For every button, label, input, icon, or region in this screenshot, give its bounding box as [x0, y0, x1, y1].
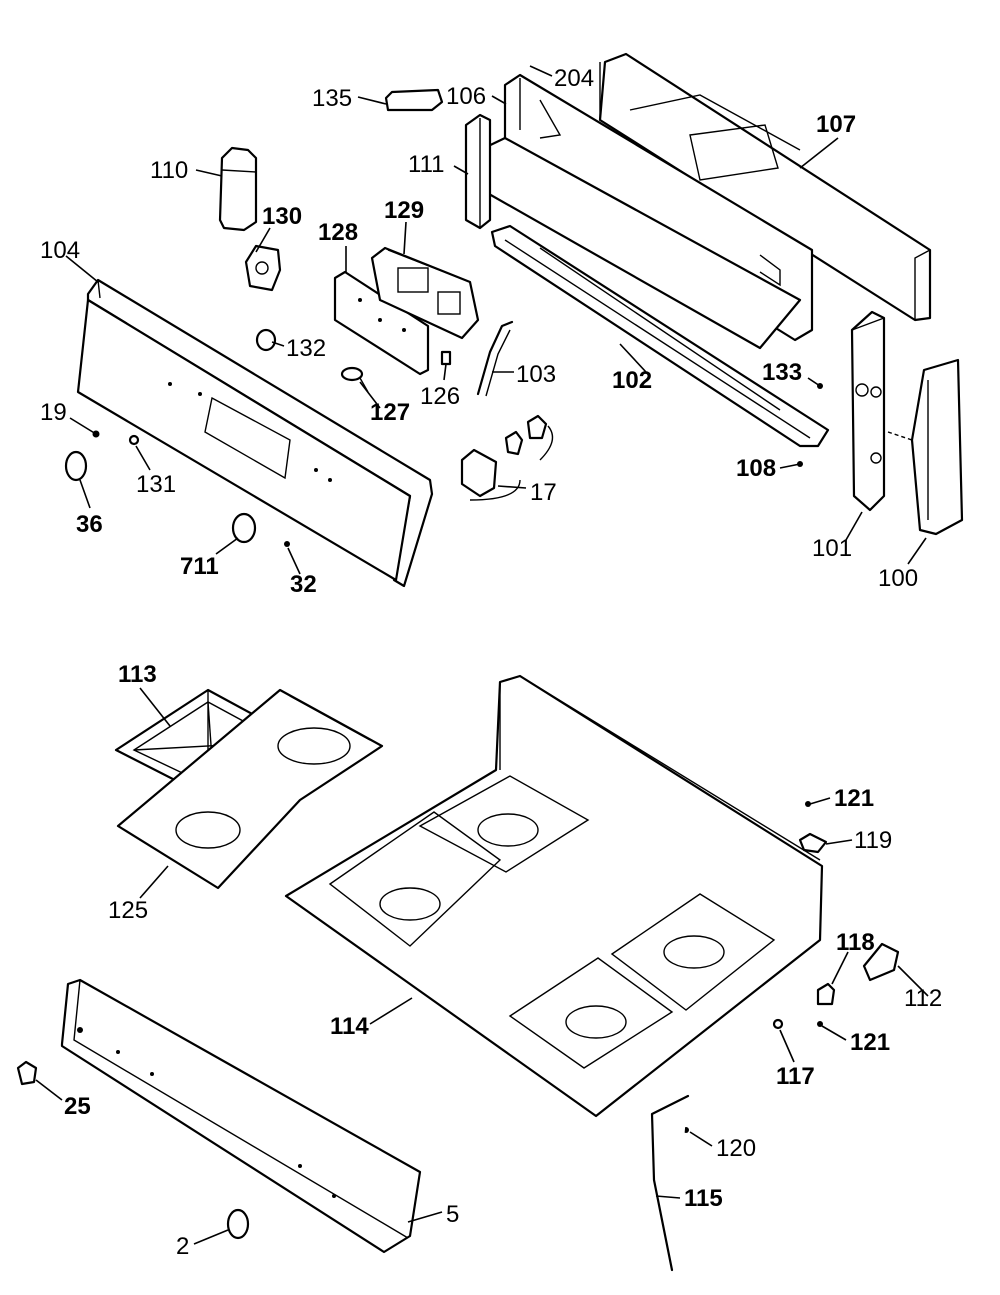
- part-101-end-bracket: [850, 310, 886, 512]
- part-36-knob: [64, 450, 88, 482]
- label-115: 115: [684, 1185, 723, 1212]
- label-131: 131: [136, 471, 176, 498]
- part-102-front-channel: [490, 224, 830, 448]
- part-2-knob: [226, 1208, 250, 1240]
- label-118: 118: [836, 929, 875, 956]
- part-100-end-cap: [887, 358, 964, 536]
- part-121-screw-top: [805, 801, 811, 807]
- label-117: 117: [776, 1063, 815, 1090]
- label-121-bottom: 121: [850, 1029, 890, 1056]
- label-114: 114: [330, 1013, 369, 1040]
- label-133: 133: [762, 359, 802, 386]
- part-104-control-panel: [76, 278, 434, 588]
- part-131-nut: [128, 434, 140, 446]
- part-5-front-panel: [60, 978, 422, 1254]
- label-108: 108: [736, 455, 776, 482]
- label-130: 130: [262, 203, 302, 230]
- part-121-screw-bottom: [817, 1021, 823, 1027]
- part-126-bushing: [440, 350, 452, 366]
- part-111-side-bracket: [464, 113, 492, 230]
- part-711-knob: [231, 512, 257, 544]
- part-119-clip: [798, 832, 828, 854]
- part-103-wire-bracket: [476, 320, 514, 397]
- label-104: 104: [40, 237, 80, 264]
- leader-lines: [35, 65, 929, 1245]
- part-107-rear-panel: [598, 52, 932, 322]
- part-115-rod: [650, 1094, 690, 1272]
- label-36: 36: [76, 511, 103, 538]
- part-135-handle: [384, 88, 444, 112]
- part-114-cooktop: [284, 674, 824, 1118]
- label-127: 127: [370, 399, 410, 426]
- part-130-switch: [244, 244, 282, 292]
- label-128: 128: [318, 219, 358, 246]
- part-labels: 135 106 204 107 110 111 130 129 128 104 …: [40, 65, 942, 1260]
- label-19: 19: [40, 399, 67, 426]
- label-17: 17: [530, 479, 557, 506]
- label-121-top: 121: [834, 785, 874, 812]
- part-110-component: [218, 146, 258, 232]
- label-112: 112: [904, 985, 942, 1012]
- label-132: 132: [286, 335, 326, 362]
- part-132-clip: [255, 328, 277, 352]
- label-135: 135: [312, 85, 352, 112]
- part-129-timer-assembly: [370, 246, 480, 340]
- label-120: 120: [716, 1135, 756, 1162]
- label-2: 2: [176, 1233, 189, 1260]
- part-112-bracket: [862, 942, 900, 982]
- part-125-burner-tray: [116, 688, 384, 890]
- part-17-igniter-switches: [460, 414, 554, 501]
- label-125: 125: [108, 897, 148, 924]
- label-110: 110: [150, 157, 188, 184]
- label-32: 32: [290, 571, 317, 598]
- part-117-nut: [772, 1018, 784, 1030]
- label-107: 107: [816, 111, 856, 138]
- part-25-valve: [16, 1060, 38, 1086]
- label-5: 5: [446, 1201, 459, 1228]
- label-106: 106: [446, 83, 486, 110]
- label-113: 113: [118, 661, 157, 688]
- label-101: 101: [812, 535, 852, 562]
- label-25: 25: [64, 1093, 91, 1120]
- label-111: 111: [408, 151, 444, 178]
- part-118-hinge: [816, 982, 836, 1006]
- label-126: 126: [420, 383, 460, 410]
- label-103: 103: [516, 361, 556, 388]
- label-102: 102: [612, 367, 652, 394]
- label-119: 119: [854, 827, 892, 854]
- part-128-mounting-plate: [333, 270, 430, 376]
- part-32-screw: [284, 541, 290, 547]
- label-204: 204: [554, 65, 594, 92]
- label-100: 100: [878, 565, 918, 592]
- label-711: 711: [180, 553, 219, 580]
- label-129: 129: [384, 197, 424, 224]
